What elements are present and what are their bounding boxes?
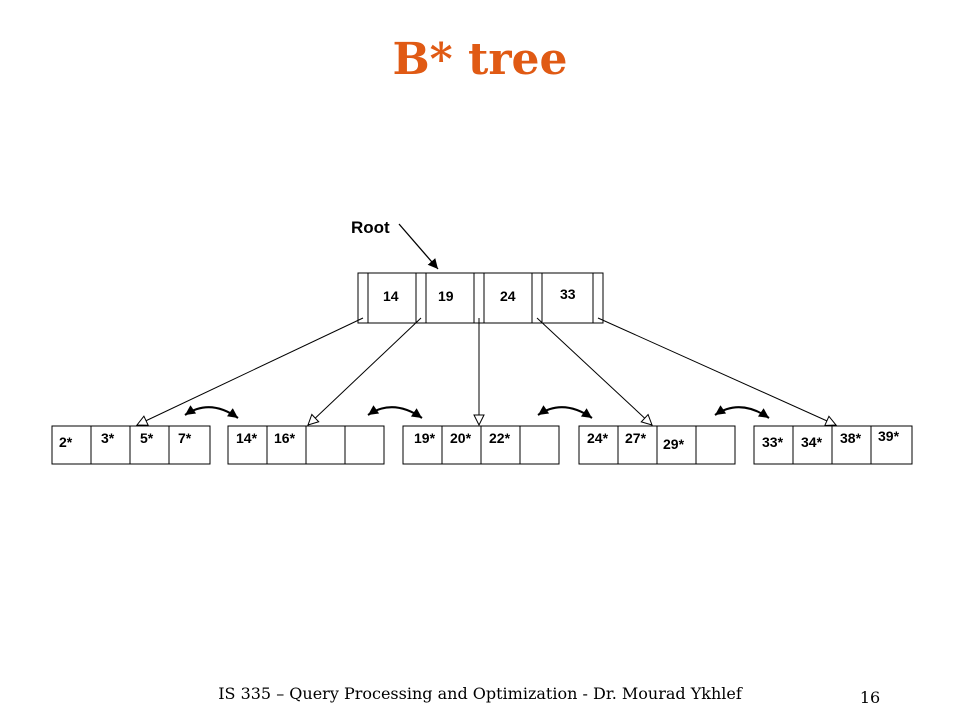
leaf-entry: 5* — [140, 430, 154, 446]
leaf-entry: 38* — [840, 430, 862, 446]
leaf-entry: 20* — [450, 430, 472, 446]
slide-title: B* tree — [392, 34, 568, 85]
child-pointer — [597, 317, 838, 426]
sibling-link — [714, 405, 770, 419]
root-key: 14 — [383, 288, 399, 304]
root-node: 14 19 24 33 — [357, 272, 604, 324]
leaf-entry: 16* — [274, 430, 296, 446]
sibling-link — [367, 405, 423, 419]
root-pointer-arrow — [398, 223, 439, 270]
leaf-entry: 3* — [101, 430, 115, 446]
leaf-node: 24* 27* 29* — [578, 425, 736, 465]
leaf-entry: 7* — [178, 430, 192, 446]
root-key: 24 — [500, 288, 516, 304]
leaf-node: 33* 34* 38* 39* — [753, 425, 913, 465]
child-pointer — [307, 317, 422, 426]
page-number: 16 — [859, 688, 881, 707]
root-label: Root — [351, 218, 390, 237]
leaf-node: 2* 3* 5* 7* — [51, 425, 211, 465]
leaf-entry: 2* — [59, 434, 73, 450]
leaf-node: 19* 20* 22* — [402, 425, 560, 465]
root-key: 19 — [438, 288, 454, 304]
sibling-link — [537, 405, 593, 419]
leaf-entry: 14* — [236, 430, 258, 446]
leaf-entry: 34* — [801, 434, 823, 450]
leaf-entry: 19* — [414, 430, 436, 446]
leaf-entry: 29* — [663, 436, 685, 452]
leaf-entry: 39* — [878, 428, 900, 444]
slide-footer: IS 335 – Query Processing and Optimizati… — [218, 684, 742, 703]
leaf-entry: 24* — [587, 430, 609, 446]
sibling-link — [184, 405, 239, 419]
root-key: 33 — [560, 286, 576, 302]
leaf-entry: 22* — [489, 430, 511, 446]
leaf-entry: 27* — [625, 430, 647, 446]
leaf-node: 14* 16* — [227, 425, 385, 465]
leaf-entry: 33* — [762, 434, 784, 450]
child-pointer — [536, 317, 653, 426]
child-pointer — [135, 317, 364, 426]
